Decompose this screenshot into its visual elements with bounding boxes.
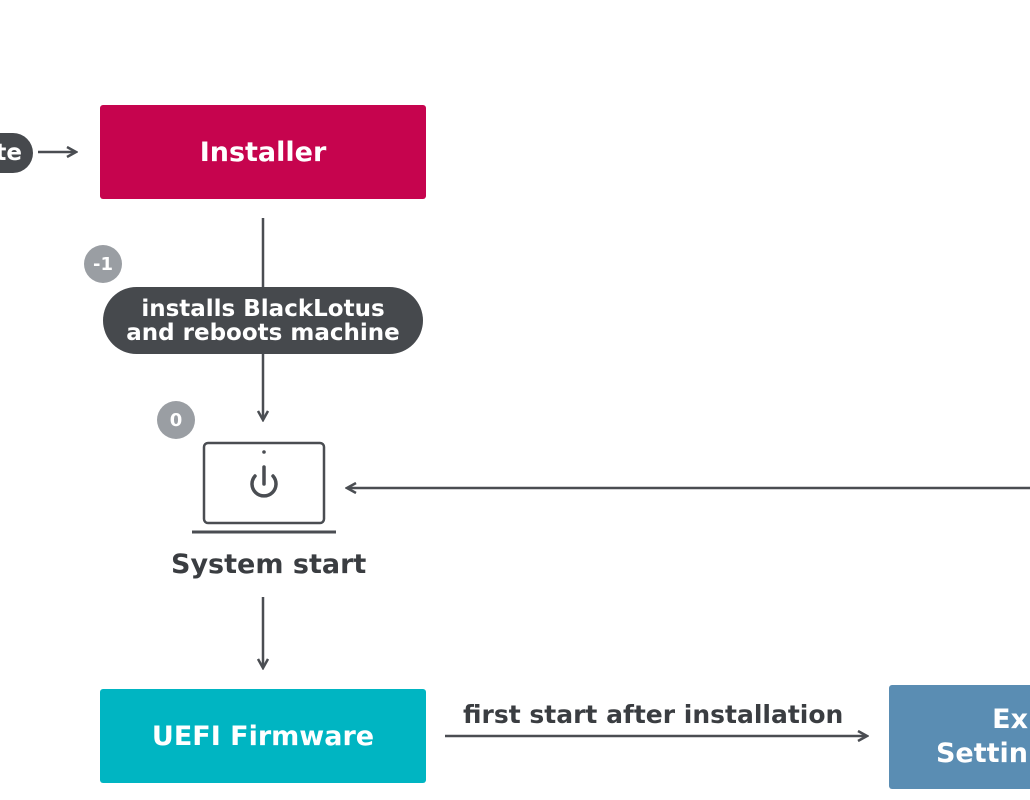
installer-label: Installer	[199, 136, 327, 168]
step-badge-minus-one: -1	[84, 245, 122, 283]
system-start-label: System start	[171, 549, 367, 580]
settings-box-label: Ex Settin	[935, 704, 1028, 769]
step-badge-zero-text: 0	[169, 409, 183, 431]
source-node-pill: te	[0, 133, 33, 173]
uefi-firmware-box: UEFI Firmware	[100, 689, 426, 783]
source-node-label: te	[0, 140, 22, 166]
laptop-power-icon	[192, 441, 336, 534]
uefi-firmware-label: UEFI Firmware	[151, 720, 375, 752]
step-minus-one-pill: installs BlackLotus and reboots machine	[103, 287, 423, 354]
installer-box: Installer	[100, 105, 426, 199]
step-badge-minus-one-text: -1	[93, 253, 113, 275]
first-start-edge-label: first start after installation	[463, 700, 844, 729]
settings-box: Ex Settin	[889, 685, 1030, 789]
step-minus-one-label: installs BlackLotus and reboots machine	[126, 295, 400, 346]
step-badge-zero: 0	[157, 401, 195, 439]
